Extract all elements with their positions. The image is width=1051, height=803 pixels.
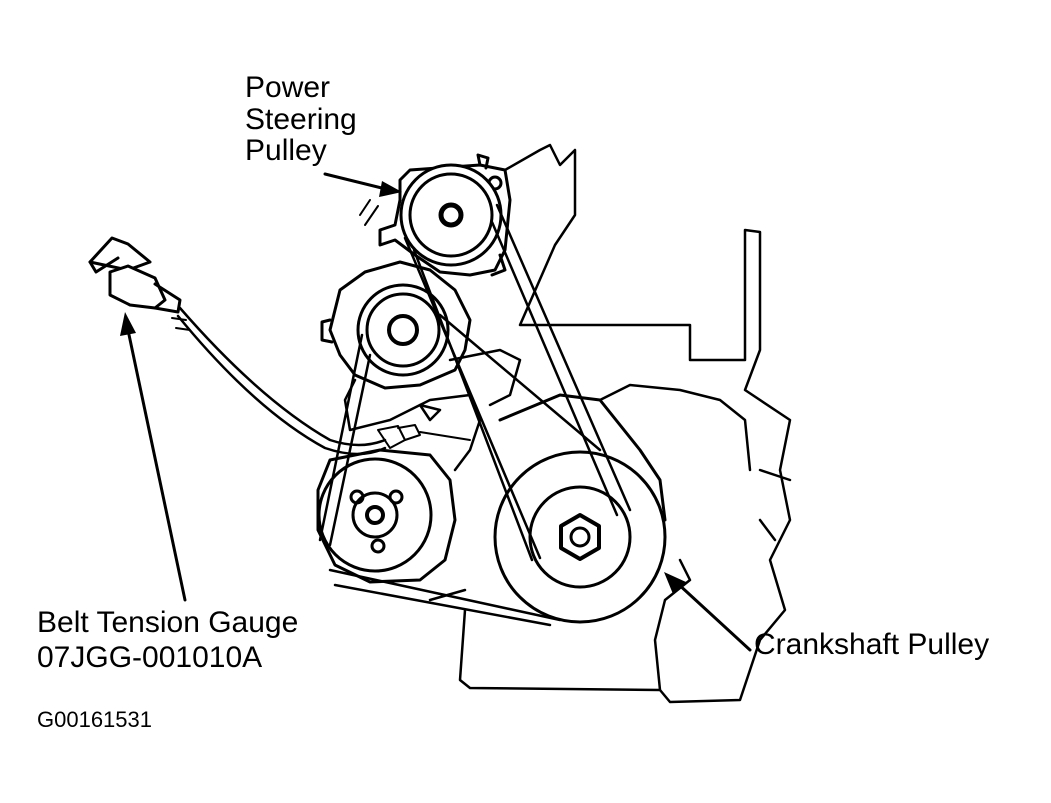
callout-arrows	[120, 172, 752, 652]
crankshaft-pulley-label: Crankshaft Pulley	[754, 628, 990, 661]
engine-block-outline	[428, 143, 792, 704]
belt-tension-gauge-label: Belt Tension Gauge	[37, 606, 299, 639]
figure-id: G00161531	[37, 707, 152, 732]
water-pump-pulley	[316, 448, 457, 584]
alternator	[320, 260, 472, 390]
power-steering-pulley-label: Power Steering Pulley	[245, 71, 357, 167]
belt-tension-gauge-part-number: 07JGG-001010A	[37, 641, 263, 674]
drive-belts	[318, 203, 632, 627]
belt-tension-gauge-tool	[88, 236, 471, 456]
power-steering-pulley	[399, 163, 503, 267]
